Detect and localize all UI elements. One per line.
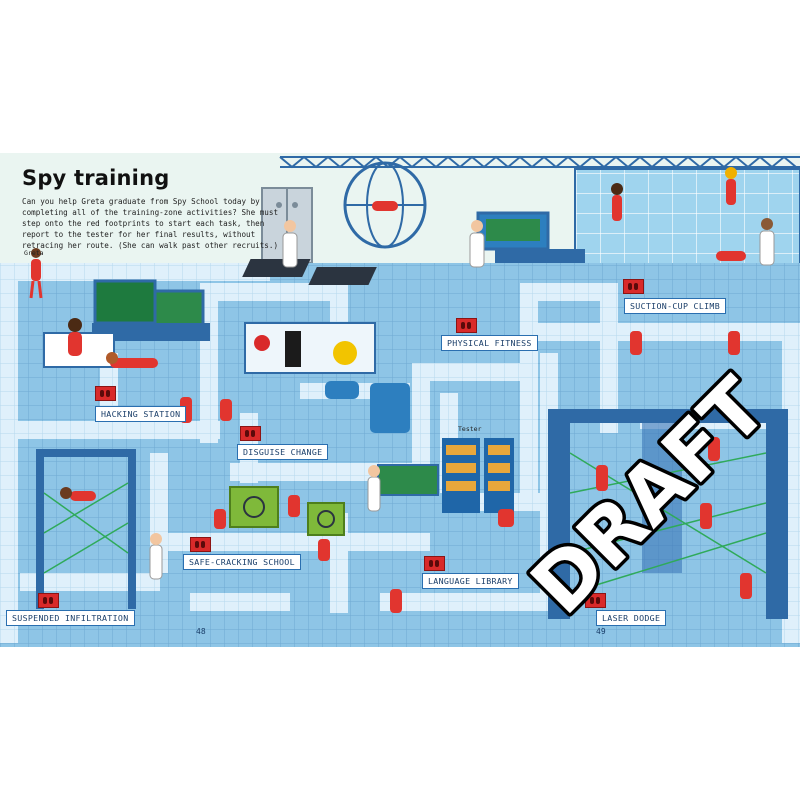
recruits bbox=[180, 331, 740, 613]
laser-dodge-scene bbox=[548, 409, 788, 619]
label-suction-cup-climb: SUCTION-CUP CLIMB bbox=[624, 298, 727, 314]
label-hacking-station: HACKING STATION bbox=[95, 406, 187, 422]
footprints-suction-cup bbox=[623, 279, 644, 294]
intro-text: Can you help Greta graduate from Spy Sch… bbox=[22, 197, 279, 250]
disguise-change-scene bbox=[220, 322, 410, 433]
footprints-physical-fitness bbox=[456, 318, 477, 333]
footprints-hacking-station bbox=[95, 386, 116, 401]
label-suspended-infiltration: SUSPENDED INFILTRATION bbox=[6, 610, 135, 626]
page-title: Spy training bbox=[22, 166, 170, 190]
label-laser-dodge: LASER DODGE bbox=[596, 610, 667, 626]
watermark-text: DRAFT bbox=[515, 362, 785, 632]
label-language-library: LANGUAGE LIBRARY bbox=[422, 573, 519, 589]
suspended-infiltration-scene bbox=[36, 449, 163, 609]
tester-label: Tester bbox=[458, 425, 482, 433]
page-number-left: 48 bbox=[196, 627, 206, 636]
label-disguise-change: DISGUISE CHANGE bbox=[237, 444, 329, 460]
footprints-safe-cracking bbox=[190, 537, 211, 552]
suction-climbers bbox=[611, 167, 775, 266]
footprints-suspended-infiltration bbox=[38, 593, 59, 608]
footprints-language-library bbox=[424, 556, 445, 571]
maze-spread: Spy training Can you help Greta graduate… bbox=[0, 153, 800, 647]
label-physical-fitness: PHYSICAL FITNESS bbox=[441, 335, 538, 351]
hacking-station-scene bbox=[43, 279, 210, 368]
footprints-laser-dodge bbox=[585, 593, 606, 608]
safe-cracking-scene bbox=[214, 486, 345, 536]
greta-label: Greta bbox=[24, 249, 44, 257]
physical-fitness-scene bbox=[242, 161, 585, 285]
language-library-scene bbox=[367, 438, 514, 527]
page-number-right: 49 bbox=[596, 627, 606, 636]
footprints-disguise-change bbox=[240, 426, 261, 441]
label-safe-cracking-school: SAFE-CRACKING SCHOOL bbox=[183, 554, 301, 570]
greta-figure bbox=[29, 248, 43, 299]
